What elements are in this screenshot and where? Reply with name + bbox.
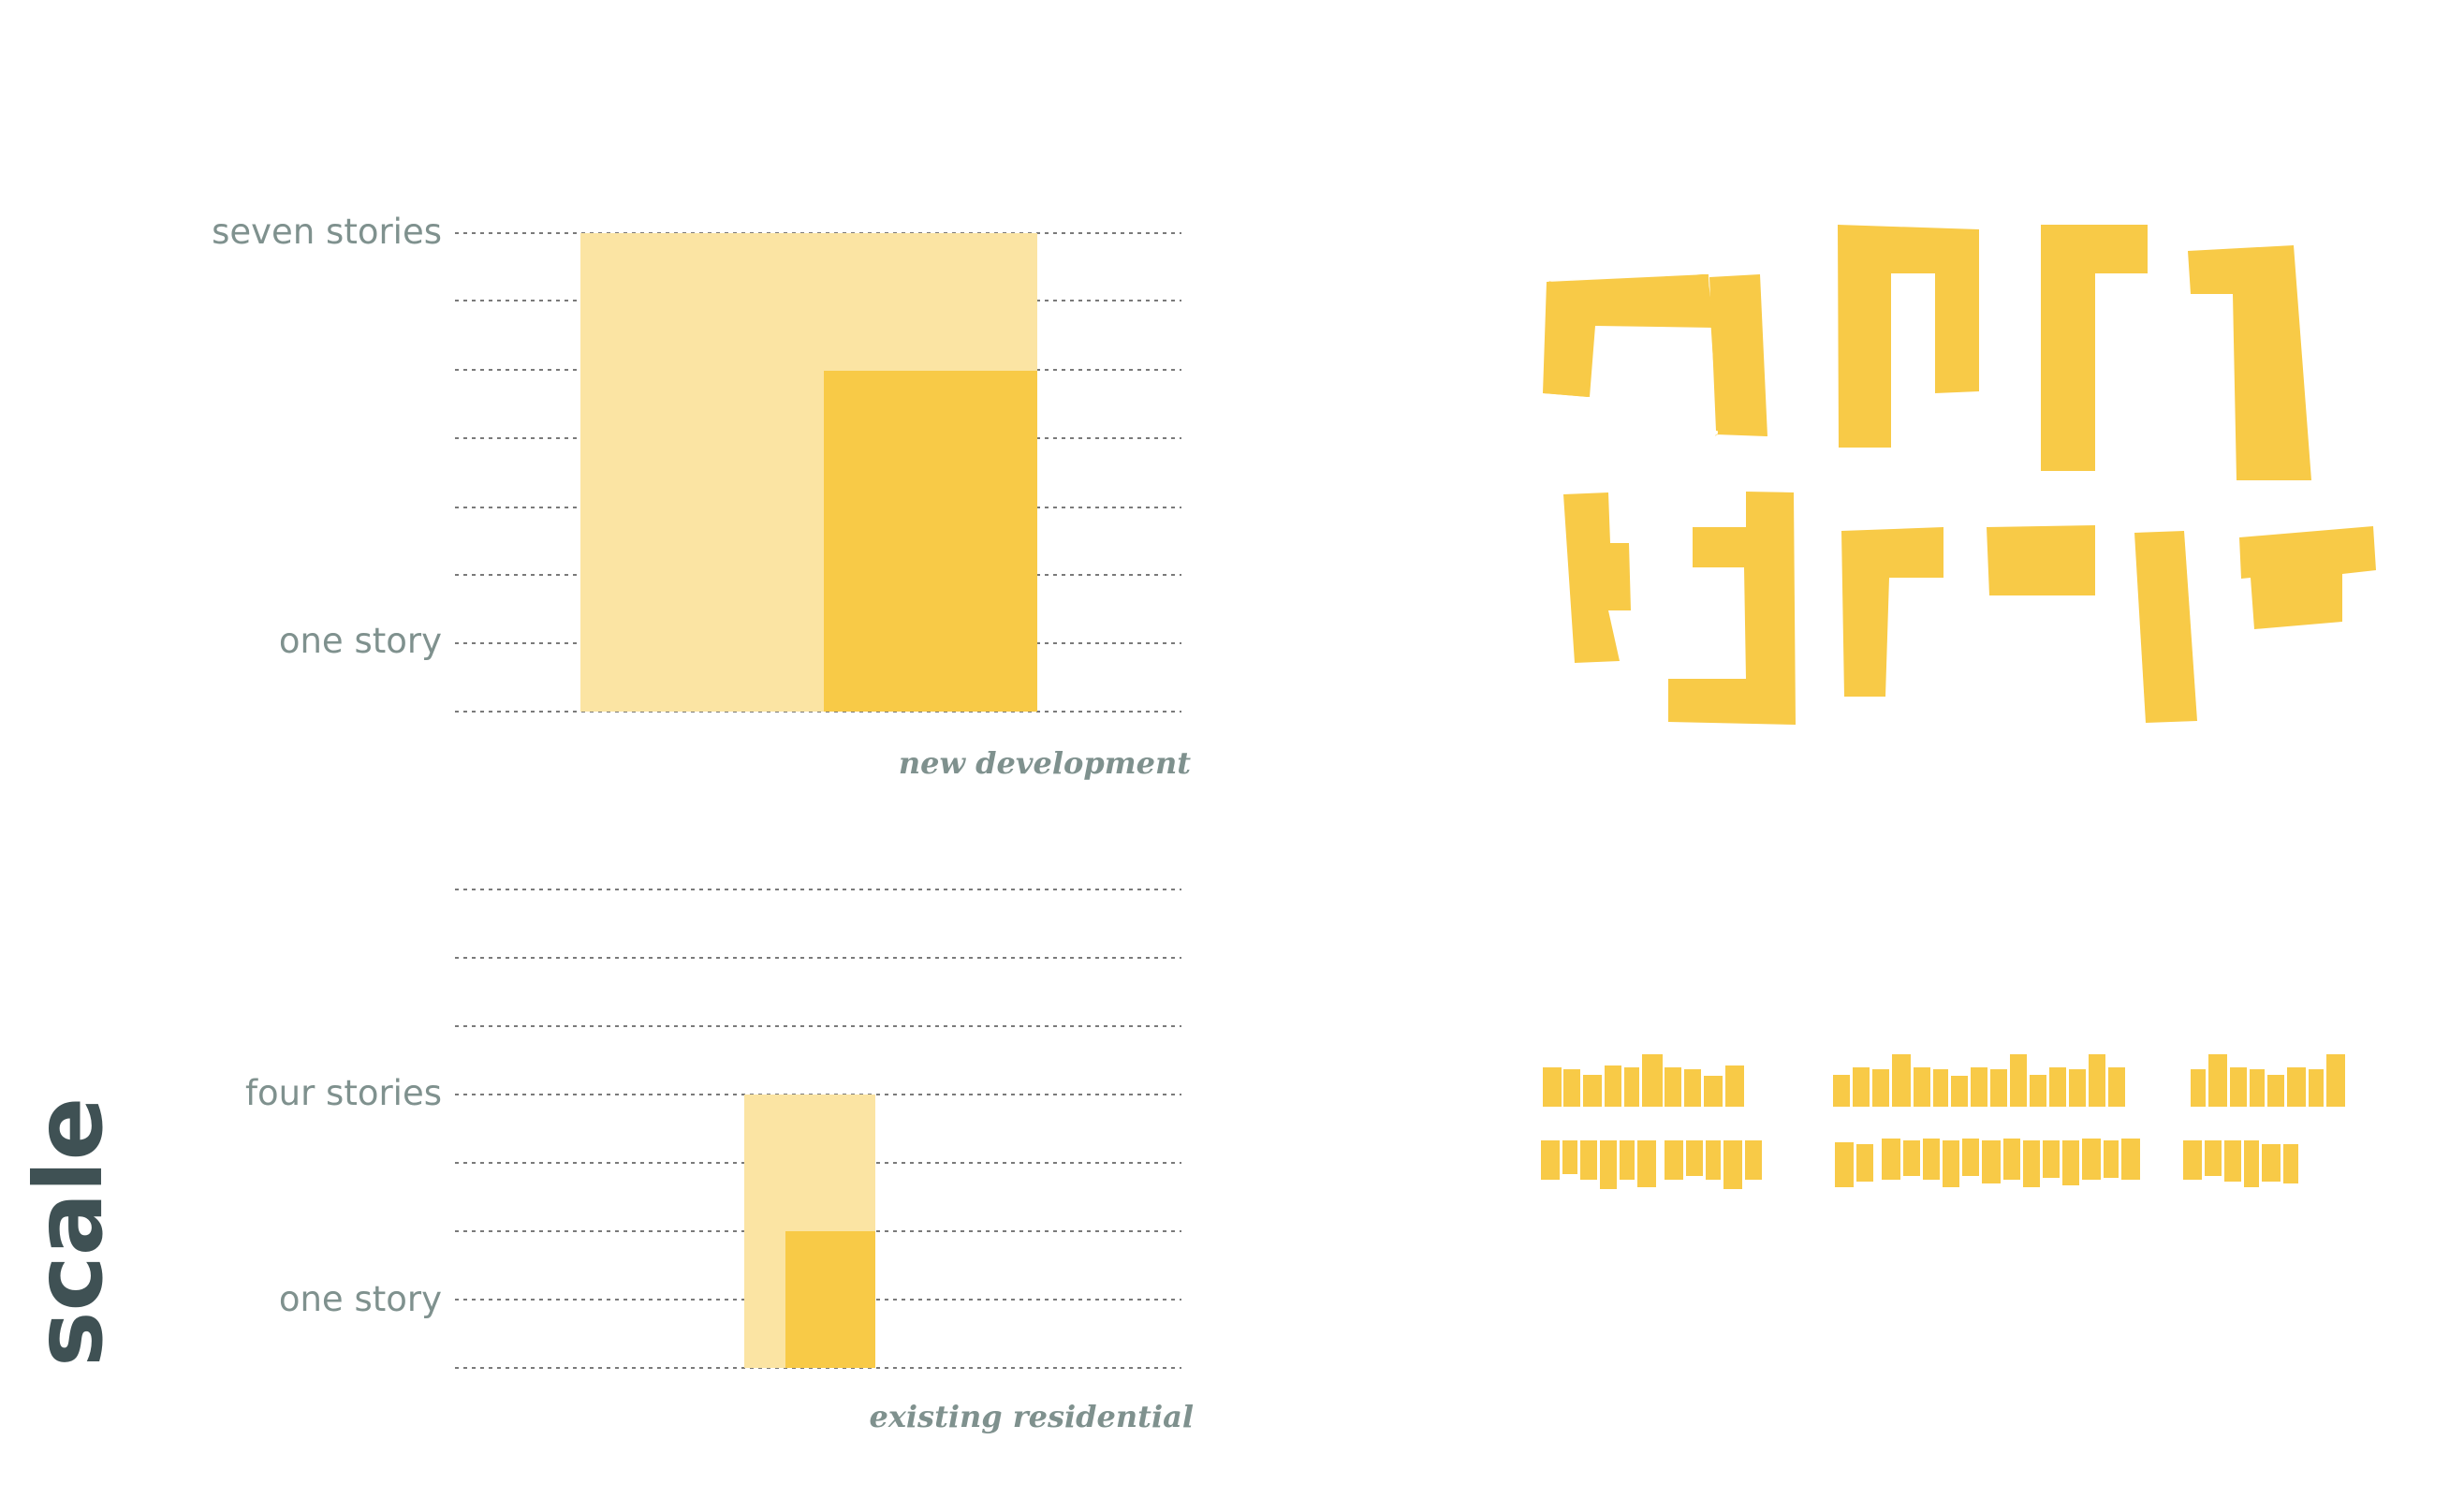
footprint-shape [1903,1140,1920,1176]
footprint-shape [2134,531,2197,723]
footprint-shape [1872,1069,1889,1107]
footprint-shape [1624,1067,1639,1107]
footprint-shape [1962,1139,1979,1176]
footprint-shape [2267,1075,2284,1107]
footprint-shape [2023,1140,2040,1187]
footprint-shape [2089,1054,2105,1107]
footprint-shape [1725,1065,1744,1107]
footprint-shape [1620,1140,1635,1180]
footprint-shape [1853,1067,1870,1107]
footprint-shape [1923,1139,1940,1180]
footprint-shape [1882,1139,1900,1180]
footprint-shape [1933,1069,1948,1107]
footprint-shape [2062,1140,2079,1185]
footprint-shape [1971,1067,1987,1107]
footprint-shape [2262,1144,2281,1182]
footprint-shape [1665,1067,1681,1107]
footprint-shape [2104,1140,2119,1178]
footprint-shape [2224,1140,2241,1182]
footprint-shape [2283,1144,2298,1183]
footprint-shape [1541,1140,1560,1180]
footprint-shape [1841,527,1943,697]
footprint-shape [1706,1140,1721,1180]
footprint-shape [2108,1067,2125,1107]
one-story-residential-massing [785,1231,875,1368]
footprint-shape [1686,1140,1703,1176]
footprint-shape [2230,1067,2247,1107]
footprint-shape [2205,1140,2222,1176]
label-one-story: one story [279,621,442,661]
footprint-shape [1668,492,1796,725]
footprint-shape [2121,1139,2140,1180]
label-four-stories: four stories [245,1073,442,1113]
footprint-shape [2239,526,2376,629]
footprint-shape [1990,1069,2007,1107]
side-title-scale: scale [14,1097,124,1367]
footprint-shape [1833,1075,1850,1107]
footprint-shape [2183,1140,2202,1180]
footprint-shape [1637,1140,1656,1187]
label-one-story-residential: one story [279,1279,442,1319]
footprint-shape [1543,274,1714,397]
label-seven-stories: seven stories [212,212,442,252]
footprint-shape [2010,1054,2027,1107]
footprint-shape [1583,1075,1602,1107]
footprint-shape [2191,1069,2206,1107]
footprint-shape [1709,274,1767,436]
footprint-shape [1704,1076,1723,1107]
footprint-shape [1982,1140,2001,1183]
footprint-shape [1600,1140,1617,1189]
footprint-shape [1987,525,2095,595]
footprint-shape [1951,1076,1968,1107]
footprint-shape [1665,1140,1683,1180]
footprint-shape [2250,1069,2265,1107]
footprint-shape [1943,1140,1959,1187]
existing-residential-footprints [1541,1054,2345,1189]
new-development-footprints [1543,225,2376,725]
footprint-shape [2069,1069,2086,1107]
footprint-shape [2309,1069,2324,1107]
footprint-shape [1914,1067,1930,1107]
footprint-shape [1642,1054,1663,1107]
footprint-shape [2003,1139,2020,1180]
caption-existing-residential: existing residential [869,1399,1194,1434]
footprint-shape [1563,492,1631,663]
footprint-shape [1723,1140,1742,1189]
footprint-shape [1892,1054,1911,1107]
footprint-shape [1835,1142,1854,1187]
footprint-shape [1562,1140,1577,1174]
footprint-shape [2326,1054,2345,1107]
footprint-shape [1605,1065,1621,1107]
footprint-shape [2287,1067,2306,1107]
footprint-shape [2043,1140,2060,1178]
footprint-shape [2041,225,2148,471]
footprint-shape [1580,1140,1597,1180]
footprint-shape [1745,1140,1762,1180]
existing-residential-diagram: four stories one story existing resident… [245,889,1194,1434]
footprint-shape [2188,245,2311,480]
footprint-shape [1856,1144,1873,1182]
new-development-diagram: seven stories one story new development [212,212,1191,781]
footprint-shape [1684,1069,1701,1107]
footprint-shape [2244,1140,2259,1187]
footprint-shape [2082,1139,2101,1180]
footprint-shape [2030,1075,2046,1107]
footprint-shape [2049,1067,2066,1107]
one-story-footprint-massing [824,371,1037,712]
footprint-shape [1563,1069,1580,1107]
footprint-shape [2208,1054,2227,1107]
footprint-shape [1543,1067,1562,1107]
caption-new-development: new development [899,745,1191,781]
footprint-shape [1838,225,1979,448]
